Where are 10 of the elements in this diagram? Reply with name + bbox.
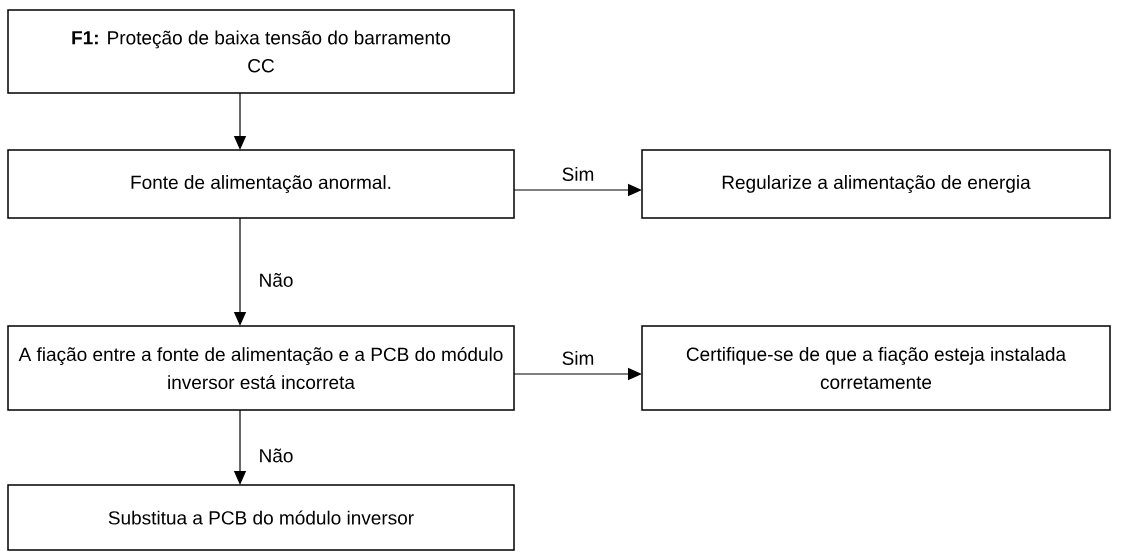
process-box: Substitua a PCB do módulo inversor	[7, 484, 515, 551]
edge-label: Não	[257, 447, 295, 464]
process-box: Regularize a alimentação de energia	[641, 149, 1111, 219]
process-box: Fonte de alimentação anormal.	[7, 149, 515, 219]
edge-label: Sim	[560, 166, 596, 182]
process-box: F1: Proteção de baixa tensão do barramento CC	[7, 9, 515, 94]
process-box: Certifique-se de que a fiação esteja instalada corretamente	[641, 325, 1111, 411]
process-box: A fiação entre a fonte de alimentação e a PCB do módulo inversor está incorreta	[7, 325, 515, 411]
edge-label: Sim	[560, 350, 596, 366]
edge-label: Não	[257, 272, 295, 288]
